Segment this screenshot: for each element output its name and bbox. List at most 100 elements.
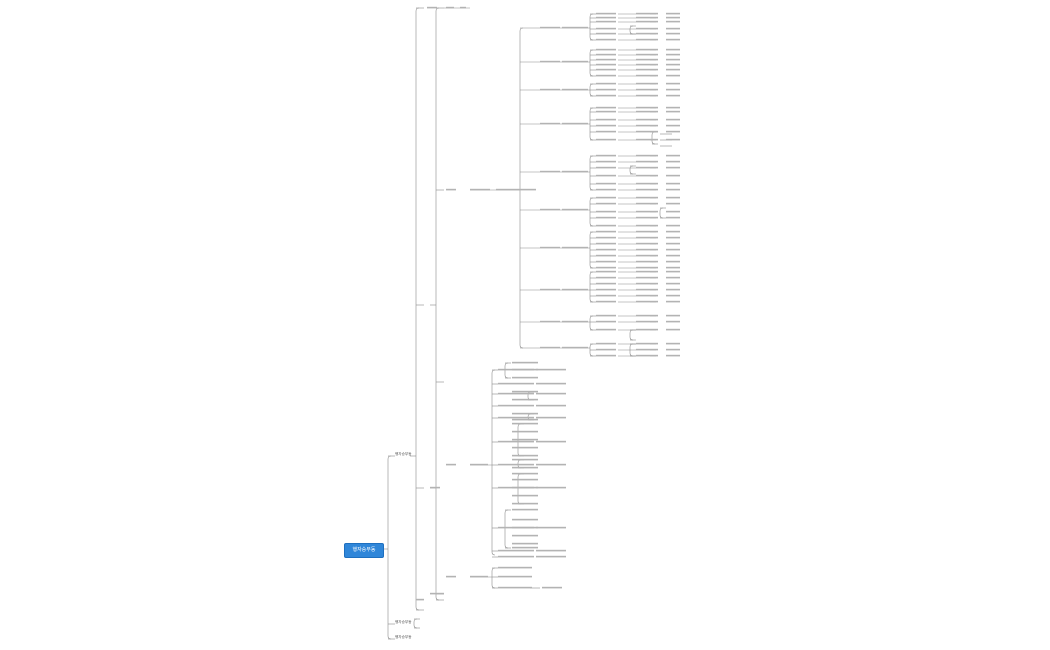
node-text — [498, 392, 534, 395]
node-text — [498, 566, 532, 569]
connector — [415, 7, 420, 611]
connector — [413, 618, 418, 629]
node-text — [536, 368, 566, 371]
node-text — [636, 354, 658, 357]
node-text — [596, 154, 616, 157]
node-text — [666, 63, 680, 66]
node-text — [636, 124, 658, 127]
node-text — [540, 60, 560, 63]
node-text — [666, 230, 680, 233]
node-text — [512, 502, 538, 505]
node-text — [470, 575, 488, 578]
node-text — [636, 282, 658, 285]
node-text — [596, 320, 616, 323]
node-text — [596, 266, 616, 269]
root-node[interactable]: 행자승부동 — [344, 543, 384, 558]
node-text — [430, 486, 440, 489]
node-text — [666, 27, 680, 30]
node-text — [636, 320, 658, 323]
node-text — [596, 12, 616, 15]
branch-label[interactable]: 행자승부동 — [395, 620, 412, 624]
node-text — [666, 12, 680, 15]
node-text — [666, 94, 680, 97]
node-text — [636, 210, 658, 213]
node-text — [666, 20, 680, 23]
connector — [659, 207, 664, 219]
node-text — [596, 166, 616, 169]
node-text — [596, 276, 616, 279]
node-text — [666, 210, 680, 213]
node-text — [666, 58, 680, 61]
connector — [589, 49, 594, 77]
connector — [519, 27, 524, 349]
node-text — [636, 16, 658, 19]
node-text — [596, 254, 616, 257]
node-text — [636, 94, 658, 97]
node-text — [666, 88, 680, 91]
node-text — [596, 130, 616, 133]
node-text — [636, 138, 658, 141]
branch-label[interactable]: 행자승부동 — [395, 452, 412, 456]
node-text — [666, 266, 680, 269]
node-text — [498, 416, 534, 419]
node-text — [596, 314, 616, 317]
node-text — [636, 242, 658, 245]
node-text — [636, 27, 658, 30]
node-text — [666, 118, 680, 121]
node-text — [540, 320, 560, 323]
node-text — [596, 68, 616, 71]
node-text — [498, 440, 534, 443]
node-text — [636, 106, 658, 109]
node-text — [596, 282, 616, 285]
node-text — [460, 6, 466, 9]
node-text — [498, 463, 534, 466]
node-text — [636, 182, 658, 185]
node-text — [666, 282, 680, 285]
node-text — [636, 348, 658, 351]
node-text — [512, 361, 538, 364]
node-text — [562, 320, 588, 323]
connector — [435, 7, 440, 601]
node-text — [666, 254, 680, 257]
node-text — [666, 216, 680, 219]
node-text — [540, 246, 560, 249]
node-text — [536, 440, 566, 443]
node-text — [596, 27, 616, 30]
node-text — [596, 32, 616, 35]
node-text — [636, 166, 658, 169]
node-text — [596, 58, 616, 61]
connector — [629, 25, 634, 35]
node-text — [666, 166, 680, 169]
node-text — [666, 300, 680, 303]
node-text — [596, 342, 616, 345]
node-text — [596, 20, 616, 23]
node-text — [666, 110, 680, 113]
node-text — [636, 38, 658, 41]
node-text — [596, 328, 616, 331]
node-text — [512, 526, 538, 529]
connector — [517, 473, 522, 505]
node-text — [542, 586, 562, 589]
node-text — [596, 74, 616, 77]
node-text — [596, 118, 616, 121]
branch-label[interactable]: 행자승부동 — [395, 635, 412, 639]
node-text — [596, 82, 616, 85]
node-text — [562, 208, 588, 211]
node-text — [596, 138, 616, 141]
node-text — [636, 63, 658, 66]
node-text — [636, 196, 658, 199]
node-text — [596, 230, 616, 233]
node-text — [636, 328, 658, 331]
node-text — [636, 32, 658, 35]
node-text — [596, 210, 616, 213]
node-text — [512, 466, 538, 469]
node-text — [666, 74, 680, 77]
node-text — [636, 254, 658, 257]
node-text — [512, 454, 538, 457]
node-text — [666, 260, 680, 263]
node-text — [596, 300, 616, 303]
node-text — [562, 60, 588, 63]
node-text — [540, 346, 560, 349]
